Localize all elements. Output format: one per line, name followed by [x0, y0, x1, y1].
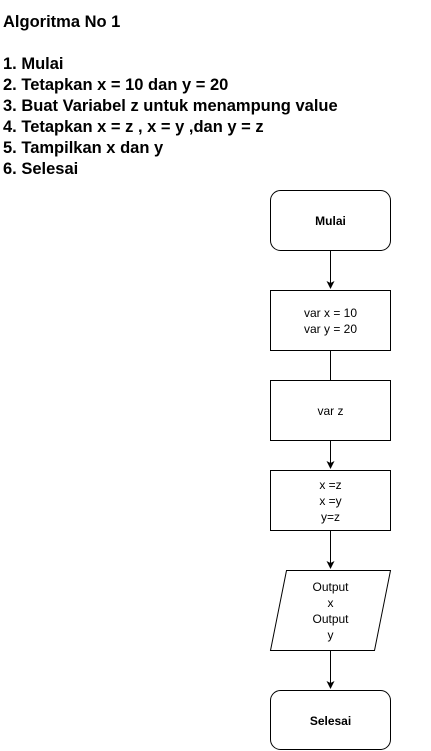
step-2: 2. Tetapkan x = 10 dan y = 20 — [3, 76, 229, 94]
start-terminator: Mulai — [270, 190, 391, 251]
declare-process: var z — [270, 380, 391, 441]
init-process: var x = 10 var y = 20 — [270, 290, 391, 351]
swap-line-1: x =z — [319, 478, 341, 492]
swap-line-3: y=z — [321, 510, 340, 524]
algorithm-steps: 1. Mulai 2. Tetapkan x = 10 dan y = 20 3… — [3, 54, 338, 180]
end-label: Selesai — [310, 714, 351, 728]
step-4: 4. Tetapkan x = z , x = y ,dan y = z — [3, 118, 264, 136]
output-io: Output x Output y — [269, 570, 392, 651]
start-label: Mulai — [315, 214, 346, 228]
algorithm-title: Algoritma No 1 — [3, 13, 121, 31]
step-6: 6. Selesai — [3, 160, 79, 178]
end-terminator: Selesai — [270, 690, 391, 750]
swap-process: x =z x =y y=z — [270, 470, 391, 531]
output-line-4: y — [328, 628, 334, 642]
init-line-2: var y = 20 — [304, 322, 357, 336]
output-line-1: Output — [312, 580, 349, 594]
init-line-1: var x = 10 — [304, 306, 357, 320]
output-line-2: x — [328, 596, 334, 610]
output-line-3: Output — [312, 612, 349, 626]
step-1: 1. Mulai — [3, 55, 64, 73]
step-5: 5. Tampilkan x dan y — [3, 139, 164, 157]
swap-line-2: x =y — [319, 494, 341, 508]
step-3: 3. Buat Variabel z untuk menampung value — [3, 97, 338, 115]
declare-label: var z — [317, 404, 343, 418]
